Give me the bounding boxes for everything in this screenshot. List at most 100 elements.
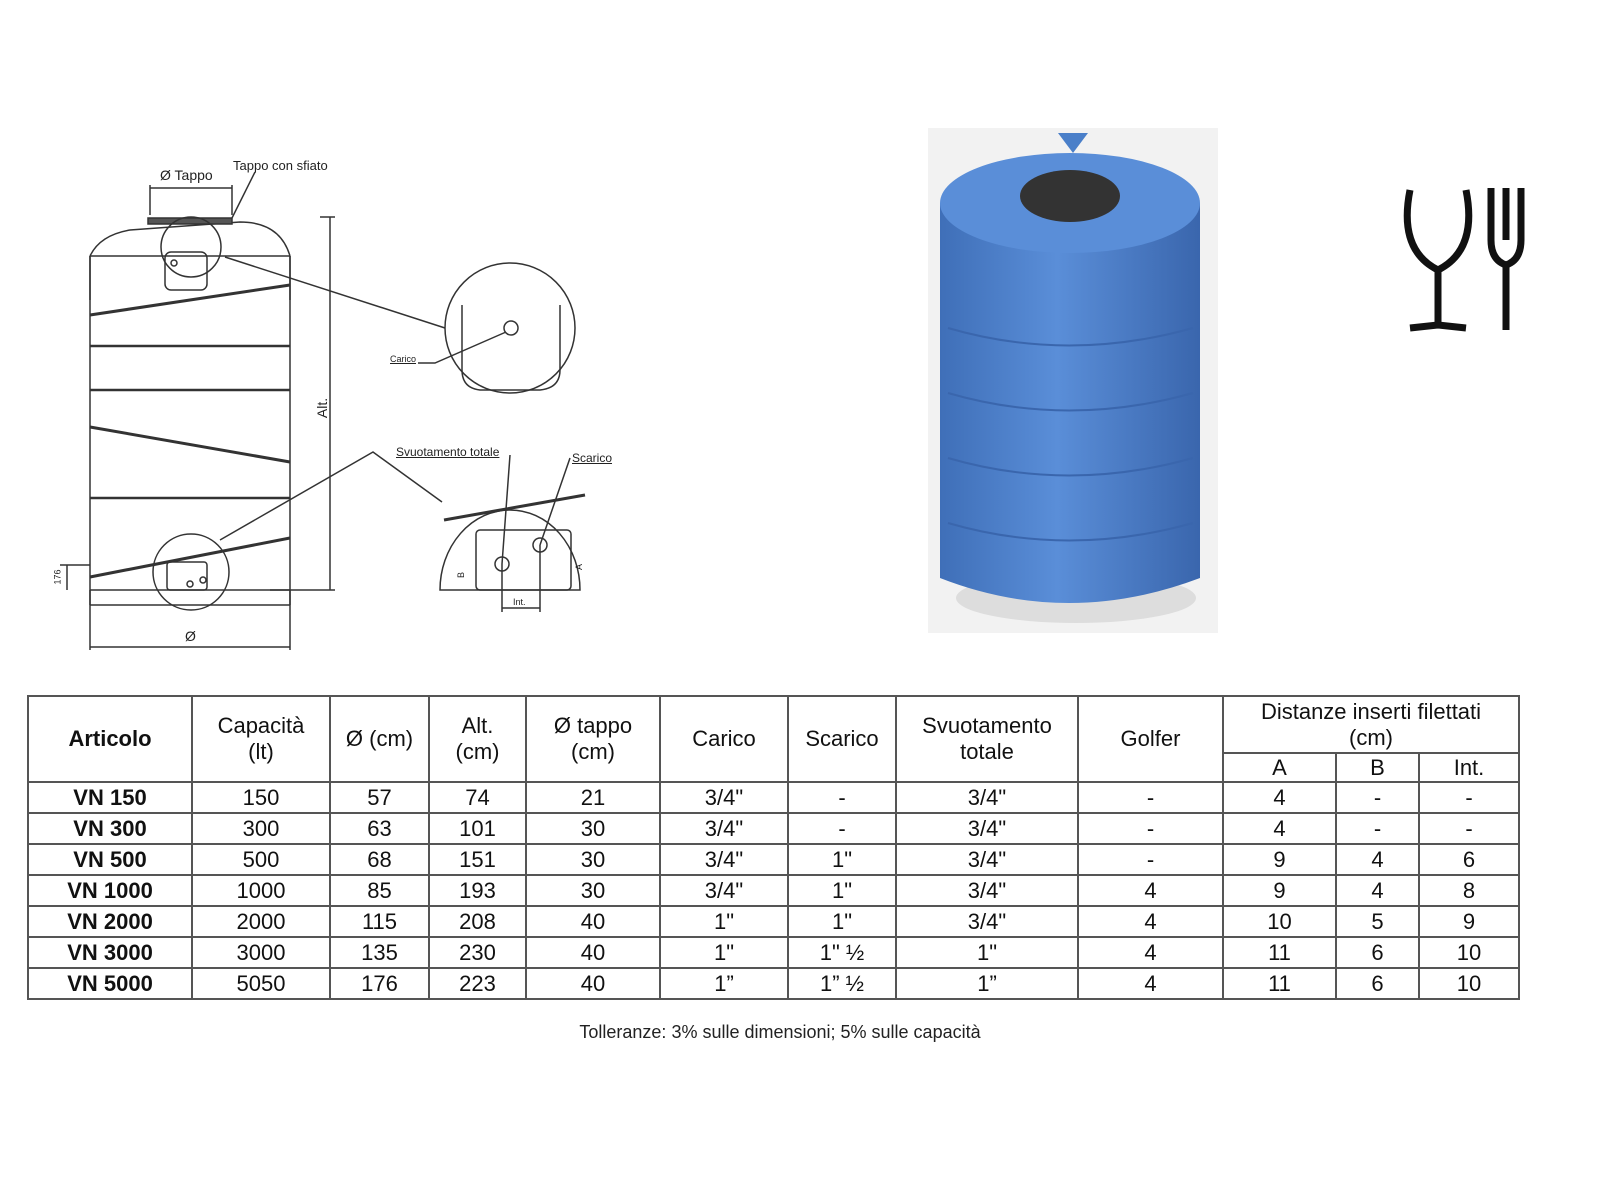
table-cell: 21 — [525, 781, 661, 814]
article-cell: VN 300 — [27, 812, 193, 845]
table-cell: 74 — [428, 781, 527, 814]
article-cell: VN 500 — [27, 843, 193, 876]
dim-int-label: Int. — [513, 597, 526, 607]
table-cell: 68 — [329, 843, 430, 876]
table-cell: 4 — [1077, 874, 1224, 907]
table-cell: 151 — [428, 843, 527, 876]
table-cell: 3/4" — [895, 874, 1079, 907]
table-cell: 11 — [1222, 936, 1337, 969]
table-cell: 9 — [1222, 843, 1337, 876]
table-cell: 3/4" — [659, 781, 789, 814]
header-b: B — [1335, 752, 1420, 783]
table-cell: 1" — [895, 936, 1079, 969]
table-cell: 9 — [1222, 874, 1337, 907]
tank-technical-drawing — [60, 171, 586, 650]
table-cell: 3/4" — [895, 843, 1079, 876]
table-cell: 1" — [659, 905, 789, 938]
table-cell: 4 — [1222, 781, 1337, 814]
base-height-label: 176 — [52, 569, 63, 585]
table-cell: 3/4" — [895, 905, 1079, 938]
article-cell: VN 1000 — [27, 874, 193, 907]
table-cell: 30 — [525, 843, 661, 876]
table-cell: 11 — [1222, 967, 1337, 1000]
table-cell: 1" — [659, 936, 789, 969]
table-cell: 8 — [1418, 874, 1520, 907]
table-cell: 208 — [428, 905, 527, 938]
article-cell: VN 5000 — [27, 967, 193, 1000]
specifications-table: Articolo Capacità(lt) Ø (cm) Alt.(cm) Ø … — [27, 695, 1520, 1000]
table-cell: 115 — [329, 905, 430, 938]
table-cell: 3/4" — [895, 812, 1079, 845]
table-cell: 4 — [1335, 874, 1420, 907]
table-cell: 1" — [787, 874, 897, 907]
table-cell: 1" — [787, 905, 897, 938]
table-cell: 300 — [191, 812, 331, 845]
table-cell: 135 — [329, 936, 430, 969]
table-cell: 1” — [659, 967, 789, 1000]
table-cell: 4 — [1077, 936, 1224, 969]
article-cell: VN 3000 — [27, 936, 193, 969]
dim-b-label: B — [456, 571, 467, 579]
header-carico: Carico — [659, 695, 789, 783]
table-cell: 1000 — [191, 874, 331, 907]
table-cell: - — [1077, 812, 1224, 845]
header-distanze: Distanze inserti filettati(cm) — [1222, 695, 1520, 754]
table-cell: - — [1077, 843, 1224, 876]
table-cell: 30 — [525, 812, 661, 845]
table-cell: 2000 — [191, 905, 331, 938]
table-cell: - — [787, 812, 897, 845]
cap-diameter-label: Ø Tappo — [160, 167, 213, 183]
table-cell: 176 — [329, 967, 430, 1000]
table-cell: 3/4" — [895, 781, 1079, 814]
table-cell: 1" — [787, 843, 897, 876]
table-cell: 5 — [1335, 905, 1420, 938]
table-cell: 85 — [329, 874, 430, 907]
article-cell: VN 2000 — [27, 905, 193, 938]
table-cell: - — [1335, 781, 1420, 814]
table-cell: 1” — [895, 967, 1079, 1000]
header-diametro: Ø (cm) — [329, 695, 430, 783]
table-cell: 4 — [1077, 967, 1224, 1000]
table-cell: 3/4" — [659, 812, 789, 845]
tank-photo — [928, 128, 1218, 633]
table-cell: 9 — [1418, 905, 1520, 938]
table-cell: 1” ½ — [787, 967, 897, 1000]
table-cell: - — [1335, 812, 1420, 845]
table-cell: 4 — [1077, 905, 1224, 938]
header-altezza: Alt.(cm) — [428, 695, 527, 783]
table-cell: 63 — [329, 812, 430, 845]
header-a: A — [1222, 752, 1337, 783]
header-int: Int. — [1418, 752, 1520, 783]
table-cell: - — [1077, 781, 1224, 814]
table-cell: 10 — [1222, 905, 1337, 938]
table-cell: - — [787, 781, 897, 814]
article-cell: VN 150 — [27, 781, 193, 814]
diameter-label: Ø — [185, 628, 196, 644]
table-cell: 193 — [428, 874, 527, 907]
table-cell: - — [1418, 781, 1520, 814]
header-tappo: Ø tappo(cm) — [525, 695, 661, 783]
table-cell: 101 — [428, 812, 527, 845]
vented-cap-label: Tappo con sfiato — [233, 158, 328, 173]
table-cell: 6 — [1335, 967, 1420, 1000]
table-cell: 1" ½ — [787, 936, 897, 969]
glass-fork-icon — [1403, 188, 1525, 332]
table-cell: 6 — [1418, 843, 1520, 876]
table-cell: 5050 — [191, 967, 331, 1000]
drain-label: Scarico — [572, 451, 613, 465]
table-cell: 150 — [191, 781, 331, 814]
loading-label: Carico — [390, 354, 417, 364]
table-cell: 30 — [525, 874, 661, 907]
table-cell: 40 — [525, 936, 661, 969]
table-cell: 3/4" — [659, 843, 789, 876]
table-cell: 40 — [525, 967, 661, 1000]
table-cell: 4 — [1222, 812, 1337, 845]
